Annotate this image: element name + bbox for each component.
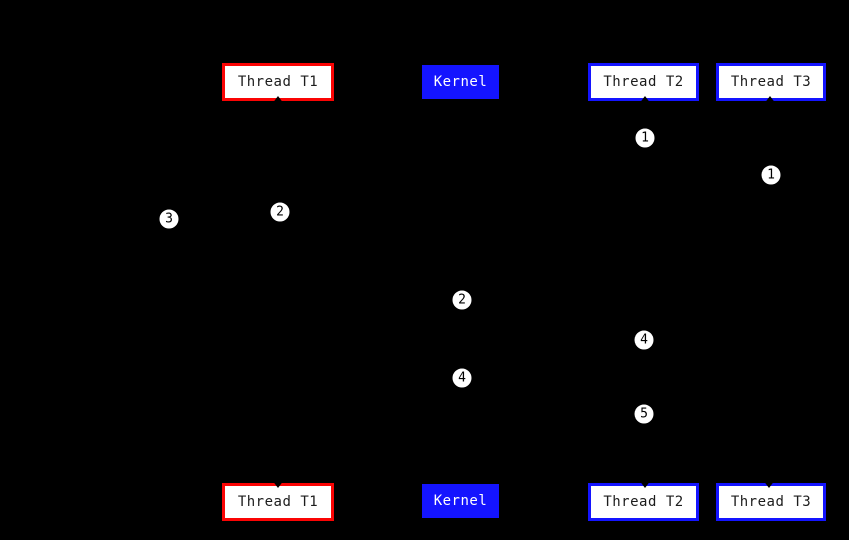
event-marker-1-t2: 1	[634, 127, 656, 149]
arrowhead-notch-t1-top	[273, 96, 283, 102]
event-marker-1-t3: 1	[760, 164, 782, 186]
arrowhead-notch-t3-top	[765, 96, 775, 102]
event-marker-2-kernel: 2	[451, 289, 473, 311]
entity-box-kernel-top: Kernel	[422, 65, 499, 99]
entity-box-thread-t2-bottom: Thread T2	[588, 483, 699, 521]
arrowhead-notch-t3-bottom	[764, 482, 774, 488]
entity-box-thread-t3-bottom: Thread T3	[716, 483, 826, 521]
event-marker-2-t1: 2	[269, 201, 291, 223]
arrowhead-notch-t1-bottom	[273, 482, 283, 488]
entity-box-thread-t1-bottom: Thread T1	[222, 483, 334, 521]
arrowhead-notch-t2-bottom	[640, 482, 650, 488]
entity-box-thread-t2-top: Thread T2	[588, 63, 699, 101]
event-marker-5-t2: 5	[633, 403, 655, 425]
event-marker-3-left: 3	[158, 208, 180, 230]
entity-box-thread-t1-top: Thread T1	[222, 63, 334, 101]
entity-box-kernel-bottom: Kernel	[422, 484, 499, 518]
event-marker-4-t2: 4	[633, 329, 655, 351]
entity-box-thread-t3-top: Thread T3	[716, 63, 826, 101]
arrowhead-notch-t2-top	[640, 96, 650, 102]
event-marker-4-kernel: 4	[451, 367, 473, 389]
